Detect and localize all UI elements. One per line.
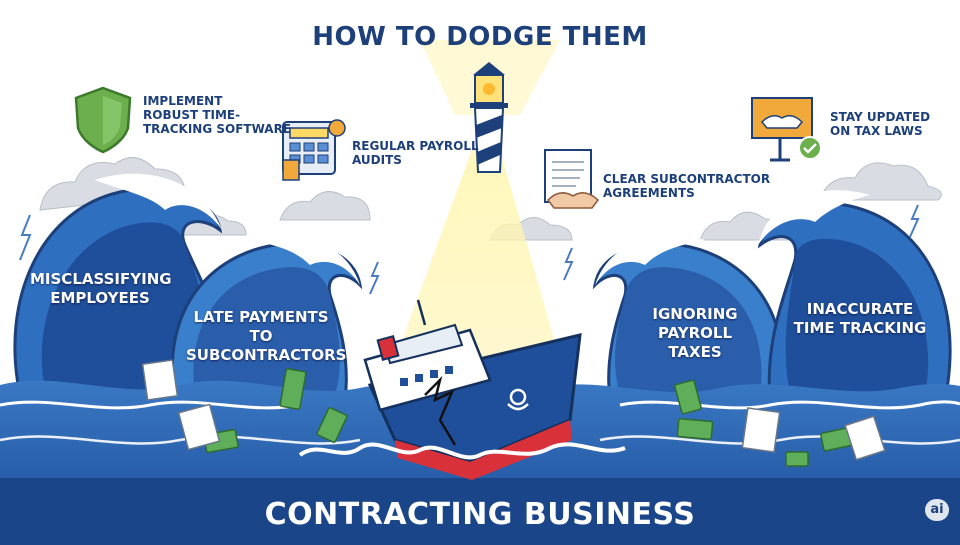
sinking-boat-icon	[363, 299, 582, 480]
tip-subcontractor-agreements: CLEAR SUBCONTRACTOR AGREEMENTS	[603, 172, 771, 200]
wave-label-ignoring-taxes: IGNORING PAYROLL TAXES	[652, 305, 738, 361]
page-title: HOW TO DODGE THEM	[312, 22, 648, 52]
wave-label-inaccurate-tracking: INACCURATE TIME TRACKING	[793, 300, 927, 337]
wave-ignoring-taxes	[592, 235, 785, 402]
sea-foam-line-2	[0, 435, 960, 445]
contract-handshake-icon	[544, 149, 600, 209]
tip-payroll-audits: REGULAR PAYROLL AUDITS	[352, 139, 479, 167]
lighthouse-icon	[470, 62, 508, 173]
calculator-icon	[282, 119, 346, 181]
footer-band	[0, 478, 960, 545]
wave-label-late-payments: LATE PAYMENTS TO SUBCONTRACTORS	[186, 308, 347, 364]
wave-inaccurate-tracking	[757, 190, 952, 402]
floating-papers	[141, 359, 886, 461]
lightning-bolts	[19, 204, 920, 295]
splash-foam	[298, 442, 626, 460]
lighthouse-beam	[395, 150, 560, 360]
ai-badge: ai	[925, 499, 949, 521]
handshake-sign-icon	[751, 97, 822, 162]
shield-icon	[74, 86, 132, 154]
footer-title: CONTRACTING BUSINESS	[264, 497, 696, 532]
tip-tax-laws: STAY UPDATED ON TAX LAWS	[830, 110, 931, 138]
wave-late-payments	[170, 235, 363, 402]
tip-time-tracking: IMPLEMENT ROBUST TIME- TRACKING SOFTWARE	[143, 94, 292, 136]
wave-label-misclassifying: MISCLASSIFYING EMPLOYEES	[30, 270, 172, 307]
